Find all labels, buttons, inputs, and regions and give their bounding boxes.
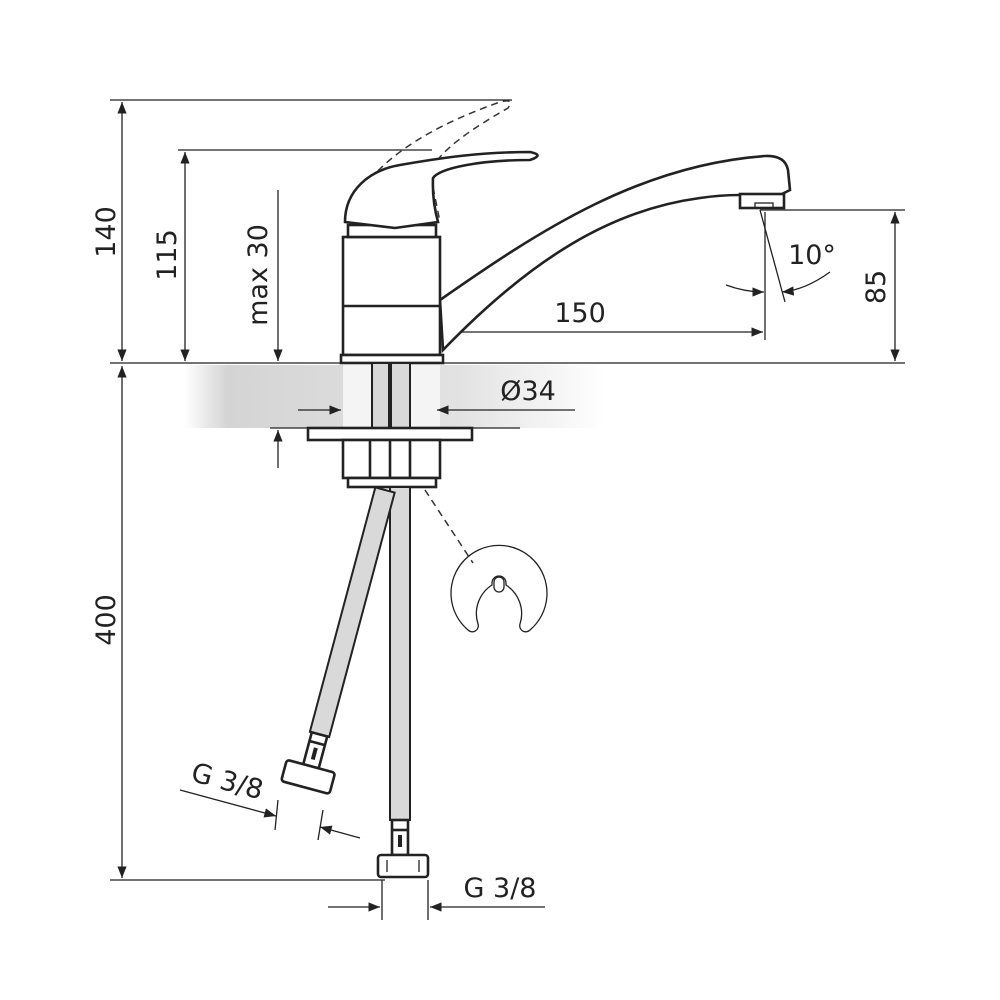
dim-34-label: Ø34: [500, 376, 556, 407]
clip-leader: [424, 489, 474, 564]
dim-max-30-label: max 30: [243, 224, 274, 326]
dim-10-degree: 10°: [725, 209, 836, 303]
spout: [438, 154, 792, 354]
dim-400-label: 400: [91, 594, 122, 646]
dim-85: 85: [861, 212, 900, 361]
hose-angled: [280, 486, 396, 795]
dim-g38-bottom-label: G 3/8: [464, 873, 537, 904]
lever: [343, 150, 539, 230]
dim-140: 140: [91, 102, 127, 361]
body: [339, 223, 445, 365]
mounting-plate: [306, 426, 474, 442]
mounting-nut: [341, 438, 442, 489]
hose-straight: [376, 486, 430, 879]
dim-400: 400: [91, 366, 127, 878]
dim-150: 150: [389, 212, 766, 340]
dim-g38-bottom: G 3/8: [328, 873, 545, 920]
dim-10-label: 10°: [788, 240, 836, 271]
dim-140-label: 140: [91, 206, 122, 258]
dim-g38-left: G 3/8: [179, 757, 361, 841]
dim-diameter-34: Ø34: [298, 376, 575, 415]
dim-115-label: 115: [152, 229, 183, 281]
dim-150-label: 150: [554, 298, 606, 329]
dim-85-label: 85: [861, 270, 892, 304]
dim-115: 115: [152, 152, 190, 361]
dim-max-30: max 30: [243, 190, 283, 468]
horseshoe-clip: [450, 544, 548, 633]
dim-g38-left-label: G 3/8: [188, 757, 267, 806]
